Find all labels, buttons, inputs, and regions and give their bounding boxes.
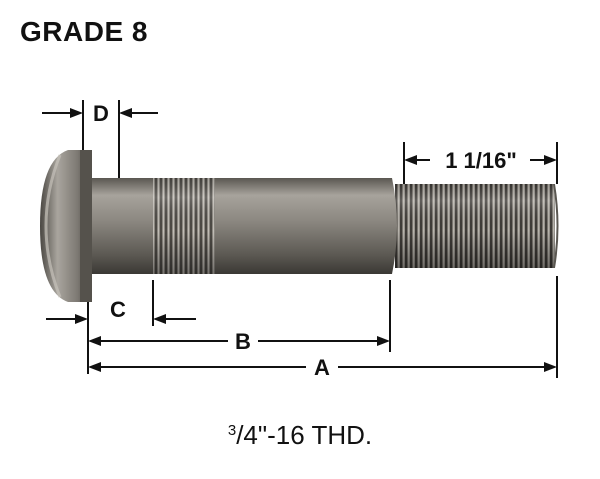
label-a: A xyxy=(314,355,330,380)
spec-fraction: /4 xyxy=(236,420,258,450)
label-d: D xyxy=(93,101,109,126)
stud xyxy=(40,150,559,302)
grade-title: GRADE 8 xyxy=(20,16,148,47)
stud-head xyxy=(40,150,92,302)
label-thread-length: 1 1/16" xyxy=(445,148,517,173)
dimension-lines xyxy=(42,100,558,378)
thread-spec: 3/4"-16 THD. xyxy=(0,420,600,451)
plain-shank xyxy=(90,178,397,274)
spec-numerator: 3 xyxy=(227,422,237,439)
label-c: C xyxy=(110,297,126,322)
threaded-section xyxy=(395,184,559,268)
knurled-section xyxy=(153,178,215,274)
spec-rest: "-16 THD. xyxy=(257,420,373,450)
label-b: B xyxy=(235,329,251,354)
